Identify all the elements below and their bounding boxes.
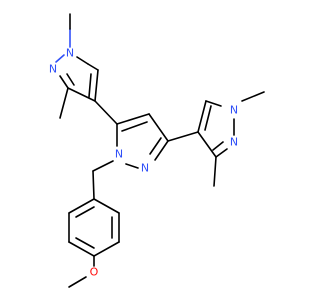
bond-central-c3-n2 [154, 140, 169, 161]
bond-top-c4-c3 [67, 87, 96, 102]
bond-right-c4-c5-double [204, 105, 212, 131]
bond-right-c3-methyl [213, 156, 217, 187]
atom-n-central-2: N [141, 162, 149, 175]
bond-top-n1-c5b [87, 63, 99, 71]
bond-ring-6 [68, 198, 95, 214]
bond-central-to-right [167, 131, 199, 142]
bond-top-c3-n2 [59, 75, 69, 89]
bond-ring-6-double [75, 206, 95, 218]
atom-labels: N N N N N N O [49, 47, 238, 279]
atom-n-right-2: N [230, 136, 238, 149]
right-pyrazole-ring [167, 91, 265, 187]
top-pyrazole-ring [55, 13, 99, 119]
bond-central-c3-n2-double [149, 137, 162, 155]
bond-top-n1-c5 [76, 56, 89, 65]
methoxyphenyl-group [68, 170, 120, 288]
bond-o-methyl [68, 276, 87, 288]
bond-top-to-central [94, 100, 118, 125]
bond-central-n2-n1 [125, 163, 139, 169]
bond-top-c5-c4-double [88, 73, 92, 98]
bond-top-c3-n2-double [66, 73, 75, 86]
atom-o-methoxy: O [90, 266, 99, 279]
bond-right-n1-methyl [241, 91, 265, 102]
bond-right-n2-c3-double [212, 141, 224, 151]
bond-top-n2-n1 [55, 54, 65, 63]
bond-ring-4-double [75, 237, 95, 249]
bond-central-n1-ch2 [92, 160, 114, 172]
atom-n-top-2: N [49, 63, 57, 76]
bond-top-c3-methyl [59, 87, 69, 119]
bond-central-c5-c4 [116, 113, 150, 125]
structure-diagram: N N N N N N O [49, 13, 265, 288]
bond-ring-3 [93, 241, 120, 257]
central-pyrazole-ring [92, 100, 169, 172]
bond-top-c5-c4 [94, 69, 99, 102]
bond-ring-1 [93, 198, 120, 214]
bond-ch2-ipso [92, 170, 95, 200]
bond-right-c3-c4 [197, 131, 217, 158]
atom-n-central-1: N [115, 148, 123, 161]
atom-n-top-1: N [66, 47, 74, 60]
bond-ring-4 [68, 241, 95, 257]
atom-n-right-1: N [230, 104, 238, 117]
bond-right-c4-c5 [197, 100, 207, 133]
bond-central-c4-c3 [148, 113, 169, 142]
bond-right-n2-c3 [215, 148, 228, 158]
bond-right-c5-n1 [205, 100, 222, 107]
bond-central-c5-c4-double [121, 121, 148, 132]
